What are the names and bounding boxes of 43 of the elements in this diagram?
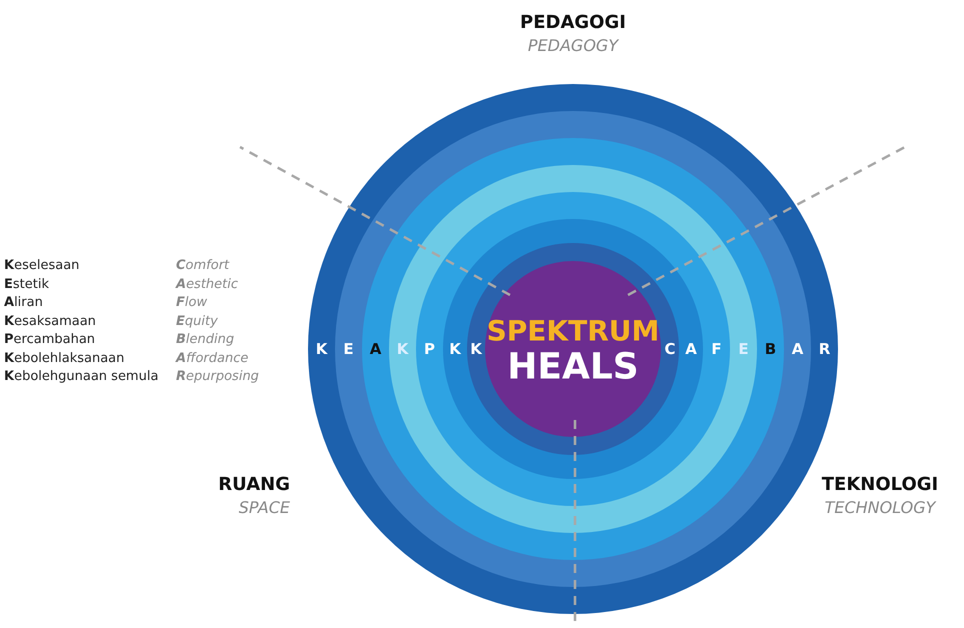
ring-letter: F xyxy=(711,340,722,358)
list-item: Blending xyxy=(176,332,234,347)
ring-letter: A xyxy=(685,340,697,358)
ring-letter: E xyxy=(343,340,354,358)
list-item: Keselesaan xyxy=(4,258,80,273)
section-title: RUANG xyxy=(218,474,290,495)
ring-letter: K xyxy=(316,340,328,358)
ring-band xyxy=(362,138,784,560)
list-item: Kebolehlaksanaan xyxy=(4,350,126,366)
ring-band xyxy=(443,219,703,479)
ring-letter: A xyxy=(792,340,804,358)
section-subtitle: TECHNOLOGY xyxy=(824,498,936,517)
list-item: Percambahan xyxy=(4,332,96,347)
ring-letter: K xyxy=(396,340,408,358)
center-title: SPEKTRUM xyxy=(486,314,660,348)
ring-letter: C xyxy=(664,340,676,358)
list-item: Affordance xyxy=(176,350,248,366)
section-title: PEDAGOGI xyxy=(520,12,626,33)
list-item: Comfort xyxy=(176,258,230,273)
center-circle xyxy=(485,261,661,437)
ring-letter: E xyxy=(738,340,749,358)
list-item: Aesthetic xyxy=(176,276,238,292)
ring-letter: B xyxy=(764,340,776,358)
list-item: Repurposing xyxy=(176,369,259,384)
ring-letter: R xyxy=(818,340,830,358)
ring-letter: K xyxy=(470,340,482,358)
ring-band xyxy=(389,165,757,533)
center-title: HEALS xyxy=(507,346,639,388)
ring-letter: A xyxy=(370,340,382,358)
ring-band xyxy=(335,111,811,587)
ring-letter: K xyxy=(449,340,461,358)
ring-letter: P xyxy=(424,340,435,358)
list-item: Kesaksamaan xyxy=(4,314,97,328)
list-item: Kebolehgunaan semula xyxy=(4,369,160,384)
list-item: Estetik xyxy=(4,276,50,292)
ring-band xyxy=(416,192,730,506)
section-title: TEKNOLOGI xyxy=(822,474,938,495)
list-item: Aliran xyxy=(4,295,44,310)
list-item: Flow xyxy=(176,295,208,310)
section-subtitle: SPACE xyxy=(238,498,290,517)
list-item: Equity xyxy=(176,314,218,328)
ring-band xyxy=(467,243,679,455)
section-subtitle: PEDAGOGY xyxy=(528,36,618,55)
